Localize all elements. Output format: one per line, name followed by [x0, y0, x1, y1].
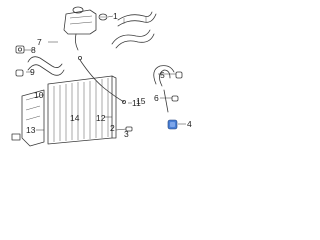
callout-7: 7: [37, 37, 42, 47]
callout-4: 4: [187, 119, 192, 129]
callout-1: 1: [113, 11, 118, 21]
callout-13: 13: [26, 125, 36, 135]
upper-hose: [117, 11, 157, 27]
coolant-reservoir: [63, 6, 97, 35]
callout-9: 9: [30, 67, 35, 77]
callout-15: 15: [136, 96, 146, 106]
reservoir-cap: [98, 13, 108, 21]
callout-12: 12: [96, 113, 106, 123]
callout-10: 10: [34, 90, 44, 100]
bypass-pipe: [153, 65, 183, 113]
hose-clamp-lower: [15, 69, 24, 77]
radiator: [47, 75, 117, 145]
hose-clamp: [15, 45, 25, 54]
coolant-temperature-sensor: [167, 119, 178, 130]
callout-8: 8: [31, 45, 36, 55]
callout-14: 14: [70, 113, 80, 123]
callout-2: 2: [110, 123, 115, 133]
mounting-bracket: [11, 133, 21, 141]
callout-3: 3: [124, 129, 129, 139]
parts-diagram: 1 2 3 4 5 6 7 8 9 10 11 12 13 14 15: [0, 0, 200, 147]
callout-5: 5: [160, 70, 165, 80]
exploded-view: 1 2 3 4 5 6 7 8 9 10 11 12 13 14 15: [11, 6, 192, 147]
side-shroud: [21, 89, 45, 147]
callout-6: 6: [154, 93, 159, 103]
radiator-hose: [111, 29, 155, 49]
reservoir-hose: [74, 33, 79, 51]
lower-hose: [27, 56, 65, 76]
leader-lines: [24, 15, 186, 131]
callout-11: 11: [132, 98, 141, 108]
sensor-wire: [78, 56, 127, 105]
